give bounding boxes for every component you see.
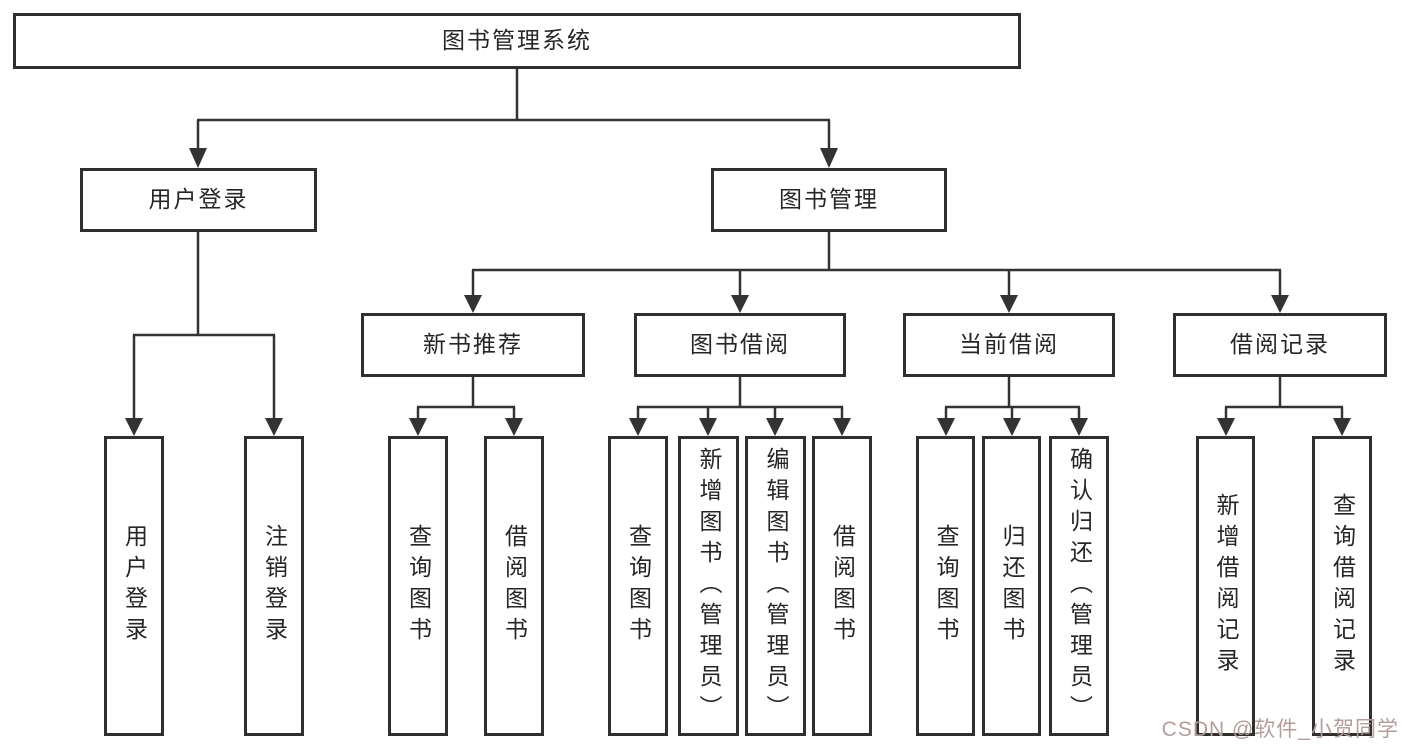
leaf-label: 新增借阅记录: [1213, 493, 1239, 679]
connector-user-login-to-leaves: [125, 232, 283, 436]
connector-book-mgmt-to-sections: [464, 232, 1289, 313]
leaf-confirm-return-admin: 确认归还（管理员）: [1049, 436, 1109, 736]
leaf-label: 编辑图书（管理员）: [763, 446, 789, 726]
arrowhead: [629, 418, 647, 436]
arrowhead: [937, 418, 955, 436]
leaf-label: 新增图书（管理员）: [696, 446, 722, 726]
arrowhead: [766, 418, 784, 436]
arrowhead: [505, 418, 523, 436]
arrowhead: [1333, 418, 1351, 436]
node-current-borrow: 当前借阅: [903, 313, 1115, 377]
arrowhead: [1271, 295, 1289, 313]
node-new-book-recommend: 新书推荐: [361, 313, 585, 377]
connector-book-borrow-to-leaves: [629, 377, 851, 436]
arrowhead: [1003, 418, 1021, 436]
leaf-add-books-admin: 新增图书（管理员）: [678, 436, 739, 736]
leaf-label: 查询借阅记录: [1329, 493, 1356, 679]
leaf-return-books: 归还图书: [982, 436, 1041, 736]
leaf-borrow-books-1: 借阅图书: [484, 436, 544, 736]
node-library-management-system: 图书管理系统: [13, 13, 1021, 69]
leaf-label: 用户登录: [121, 524, 148, 648]
arrowhead: [1000, 295, 1018, 313]
node-book-management: 图书管理: [711, 168, 947, 232]
connector-current-borrow-to-leaves: [937, 377, 1088, 436]
leaf-logout: 注销登录: [244, 436, 304, 736]
arrowhead: [265, 418, 283, 436]
leaf-label: 借阅图书: [501, 524, 528, 648]
leaf-query-books-3: 查询图书: [916, 436, 975, 736]
connector-root-to-level2: [189, 69, 838, 168]
leaf-borrow-books-2: 借阅图书: [812, 436, 872, 736]
arrowhead: [1070, 418, 1088, 436]
arrowhead: [409, 418, 427, 436]
leaf-label: 查询图书: [933, 524, 959, 648]
node-user-login: 用户登录: [80, 168, 317, 232]
leaf-add-borrow-record: 新增借阅记录: [1196, 436, 1255, 736]
leaf-label: 查询图书: [625, 524, 652, 648]
connector-new-books-to-leaves: [409, 377, 523, 436]
arrowhead: [125, 418, 143, 436]
node-book-borrow: 图书借阅: [634, 313, 846, 377]
leaf-query-books-2: 查询图书: [608, 436, 668, 736]
leaf-label: 注销登录: [261, 524, 288, 648]
leaf-user-login: 用户登录: [104, 436, 164, 736]
arrowhead: [699, 418, 717, 436]
leaf-label: 归还图书: [999, 524, 1025, 648]
node-borrow-records: 借阅记录: [1173, 313, 1387, 377]
arrowhead: [189, 148, 207, 168]
leaf-label: 借阅图书: [829, 524, 856, 648]
arrowhead: [820, 148, 838, 168]
arrowhead: [833, 418, 851, 436]
arrowhead: [1217, 418, 1235, 436]
leaf-label: 确认归还（管理员）: [1066, 446, 1093, 726]
leaf-query-books-1: 查询图书: [388, 436, 448, 736]
leaf-edit-books-admin: 编辑图书（管理员）: [745, 436, 806, 736]
arrowhead: [464, 295, 482, 313]
leaf-label: 查询图书: [405, 524, 432, 648]
leaf-query-borrow-record: 查询借阅记录: [1312, 436, 1372, 736]
arrowhead: [731, 295, 749, 313]
connector-borrow-records-to-leaves: [1217, 377, 1351, 436]
